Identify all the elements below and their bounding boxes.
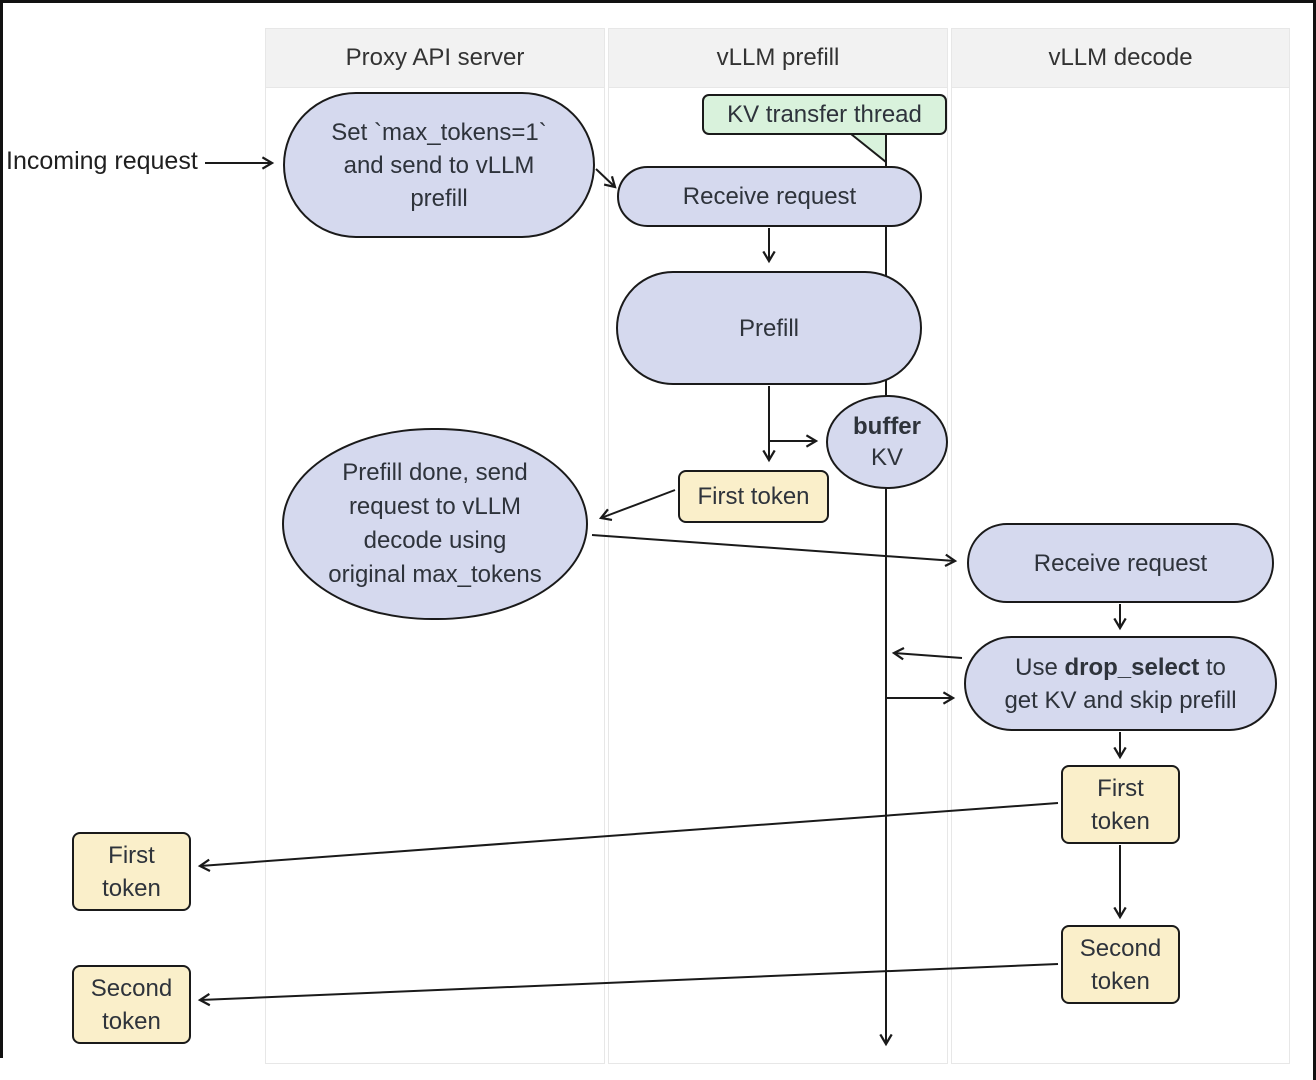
edge-first-token-to-prefill-done [598, 489, 676, 522]
node-first-token-client: First token [72, 832, 191, 911]
buffer-kv-bold-line: buffer [853, 413, 921, 440]
edge-drop-select-to-kv-line [891, 647, 963, 661]
node-first-token-decode: First token [1061, 765, 1180, 844]
node-first-token-decode-text: First token [1091, 774, 1150, 835]
drop-select-post: to [1199, 653, 1226, 681]
buffer-kv-rest-line: KV [870, 444, 903, 471]
incoming-request-label: Incoming request [6, 147, 198, 175]
drop-select-bold: drop_select [1064, 653, 1200, 681]
node-receive-request-decode-text: Receive request [1033, 549, 1208, 577]
lane-header-prefill: vLLM prefill [609, 29, 947, 88]
edge-prefill-done-to-receive-decode [591, 534, 958, 568]
edge-set-to-receive-prefill [595, 168, 617, 189]
node-second-token-client: Second token [72, 965, 191, 1044]
node-buffer-kv: buffer KV [826, 395, 948, 489]
frame-right-border [1313, 0, 1316, 1080]
node-prefill-done-text: Prefill done, send request to vLLM decod… [328, 459, 542, 588]
node-set-max-tokens: Set `max_tokens=1` and send to vLLM pref… [283, 92, 595, 238]
node-drop-select-text: Use drop_select to get KV and skip prefi… [1004, 651, 1236, 717]
node-first-token-client-text: First token [102, 841, 161, 902]
node-prefill-done: Prefill done, send request to vLLM decod… [282, 428, 588, 620]
node-receive-request-prefill-text: Receive request [682, 183, 857, 210]
edge-first-token-to-client [197, 802, 1059, 872]
node-buffer-kv-text: buffer KV [853, 411, 921, 473]
lane-header-proxy: Proxy API server [266, 29, 604, 88]
node-prefill-text: Prefill [738, 314, 799, 342]
frame-left-border [0, 0, 3, 1058]
kv-callout-tail [850, 133, 887, 165]
node-second-token-client-text: Second token [90, 974, 173, 1035]
node-second-token-decode-text: Second token [1079, 934, 1162, 995]
drop-select-pre: Use [1015, 653, 1065, 681]
node-kv-transfer-thread-text: KV transfer thread [727, 101, 922, 128]
drop-select-line2: get KV and skip prefill [1004, 686, 1237, 714]
lane-title-prefill: vLLM prefill [716, 44, 840, 71]
node-drop-select: Use drop_select to get KV and skip prefi… [964, 636, 1277, 731]
lane-title-proxy: Proxy API server [345, 44, 525, 71]
node-receive-request-decode: Receive request [967, 523, 1274, 603]
node-first-token-prefill-text: First token [697, 483, 810, 510]
lane-title-decode: vLLM decode [1048, 44, 1193, 71]
node-kv-transfer-thread: KV transfer thread [702, 94, 947, 135]
node-set-max-tokens-text: Set `max_tokens=1` and send to vLLM pref… [331, 118, 547, 212]
lane-header-decode: vLLM decode [952, 29, 1289, 88]
node-second-token-decode: Second token [1061, 925, 1180, 1004]
node-receive-request-prefill: Receive request [617, 166, 922, 227]
edge-second-token-to-client [197, 963, 1059, 1007]
node-prefill: Prefill [616, 271, 922, 385]
node-first-token-prefill: First token [678, 470, 829, 523]
frame-top-border [0, 0, 1316, 3]
